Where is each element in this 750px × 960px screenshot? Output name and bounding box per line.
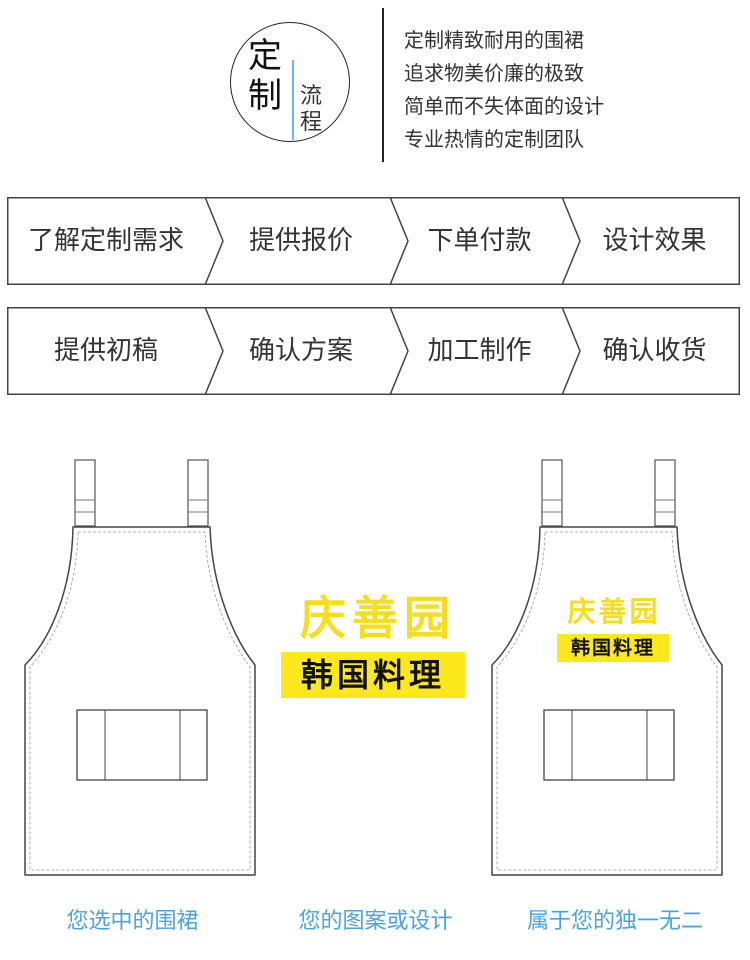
process-row-frame xyxy=(7,307,740,395)
slogan-line: 追求物美价廉的极致 xyxy=(404,61,584,85)
logo-name: 庆善园 xyxy=(300,591,456,645)
process-row-1: 了解定制需求 提供报价 下单付款 设计效果 xyxy=(7,197,740,285)
apron-with-logo xyxy=(491,459,723,876)
slogan-line: 简单而不失体面的设计 xyxy=(404,94,604,118)
caption-result: 属于您的独一无二 xyxy=(526,909,703,934)
applied-logo-name: 庆善园 xyxy=(567,595,661,628)
process-step: 设计效果 xyxy=(602,226,707,256)
logo-subtitle: 韩国料理 xyxy=(281,652,465,698)
process-step: 加工制作 xyxy=(427,336,532,366)
process-step: 下单付款 xyxy=(427,226,532,256)
badge-divider xyxy=(292,60,294,140)
apron-blank xyxy=(24,459,256,876)
process-step: 提供初稿 xyxy=(53,336,158,366)
process-step: 提供报价 xyxy=(248,226,353,256)
process-step: 确认收货 xyxy=(602,336,707,366)
applied-logo-subtitle: 韩国料理 xyxy=(557,634,669,662)
process-row-2: 提供初稿 确认方案 加工制作 确认收货 xyxy=(7,307,740,395)
process-step: 了解定制需求 xyxy=(27,226,184,256)
process-row-frame xyxy=(7,197,740,285)
caption-apron: 您选中的围裙 xyxy=(66,909,199,934)
header-divider xyxy=(382,8,384,162)
badge-subtitle: 流程 xyxy=(300,84,323,135)
slogan-line: 专业热情的定制团队 xyxy=(404,127,584,151)
slogan-line: 定制精致耐用的围裙 xyxy=(404,28,584,52)
process-step: 确认方案 xyxy=(248,336,353,366)
title-badge-circle xyxy=(230,22,350,142)
caption-design: 您的图案或设计 xyxy=(298,909,453,934)
badge-title: 定制 xyxy=(248,36,282,116)
